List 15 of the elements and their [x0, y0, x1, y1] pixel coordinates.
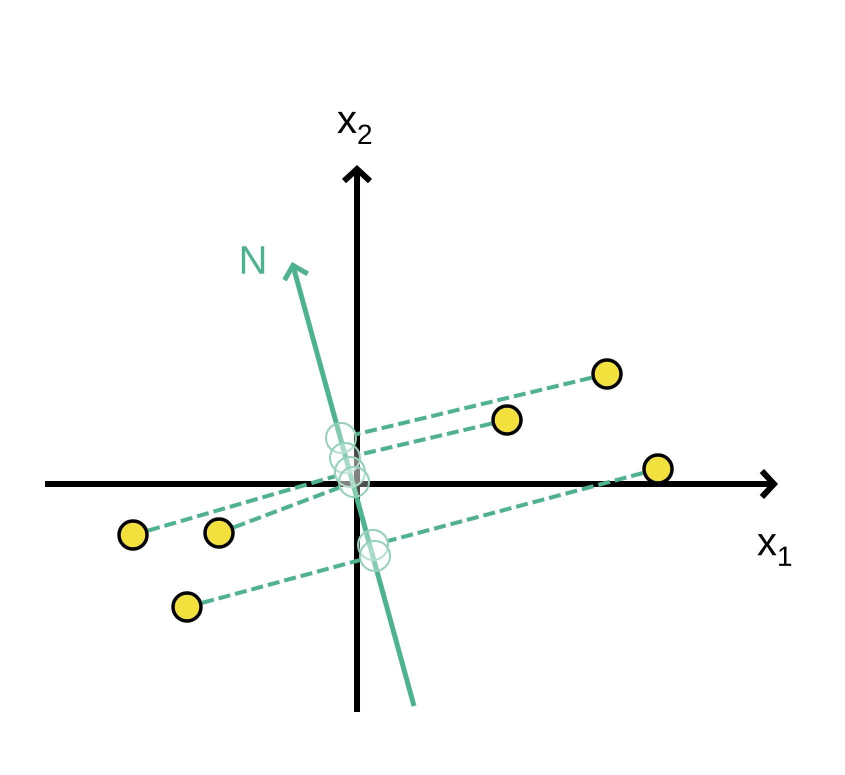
dashed-line: [233, 486, 340, 530]
data-point: [117, 519, 149, 551]
dashed-line: [388, 471, 644, 543]
axis-label: x$_{2}$: [337, 112, 372, 144]
projection-circle: [359, 540, 391, 572]
data-point: [171, 591, 203, 623]
data-point: [491, 404, 523, 436]
dashed-line: [356, 376, 592, 436]
dashed-line: [148, 474, 336, 533]
axis-label: x$_{1}$: [757, 534, 792, 566]
dashed-line: [202, 558, 360, 605]
projection-circle: [338, 466, 370, 498]
data-point: [591, 358, 623, 390]
vector-label: N: [242, 246, 264, 274]
data-point: [203, 517, 235, 549]
